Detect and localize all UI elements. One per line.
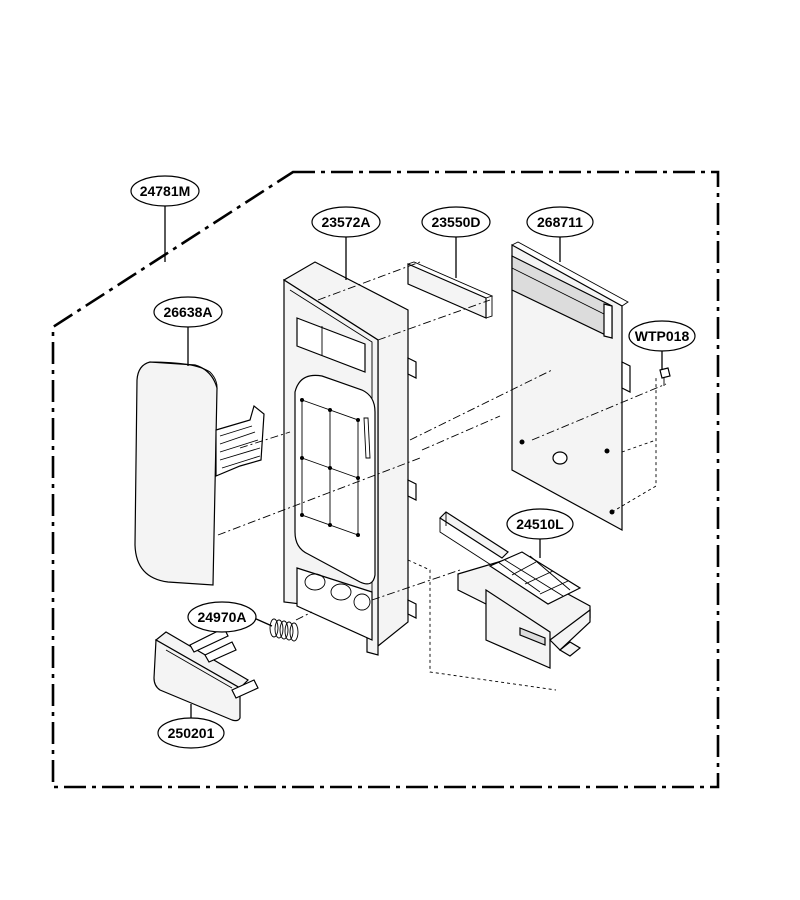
- svg-text:23572A: 23572A: [321, 214, 370, 230]
- display-cover-part: [407, 261, 494, 319]
- leader-lines: [164, 206, 663, 718]
- screw-part: [659, 367, 671, 386]
- label-button: 250201: [157, 717, 225, 749]
- assembly-boundary-frame: [51, 170, 720, 789]
- label-front-panel: 23572A: [311, 206, 381, 238]
- button-part: [153, 627, 259, 722]
- svg-text:WTP018: WTP018: [635, 328, 690, 344]
- label-door-lever: 24510L: [506, 508, 574, 540]
- alignment-lines: [217, 261, 667, 691]
- label-display-cover: 23550D: [421, 206, 491, 238]
- door-lever-part: [439, 511, 591, 669]
- label-spring: 24970A: [187, 601, 257, 633]
- svg-text:250201: 250201: [168, 725, 215, 741]
- display-window-part: [134, 361, 265, 586]
- svg-text:23550D: 23550D: [431, 214, 480, 230]
- svg-text:24781M: 24781M: [140, 183, 191, 199]
- svg-text:268711: 268711: [537, 214, 583, 230]
- svg-text:26638A: 26638A: [163, 304, 212, 320]
- svg-text:24510L: 24510L: [516, 516, 564, 532]
- pcb-part: [511, 241, 631, 532]
- svg-text:24970A: 24970A: [197, 609, 246, 625]
- label-display-window: 26638A: [153, 296, 223, 328]
- label-assembly: 24781M: [130, 175, 200, 207]
- spring-part: [269, 618, 299, 642]
- label-pcb: 268711: [526, 206, 594, 238]
- front-panel-part: [282, 261, 417, 656]
- label-screw: WTP018: [628, 320, 696, 352]
